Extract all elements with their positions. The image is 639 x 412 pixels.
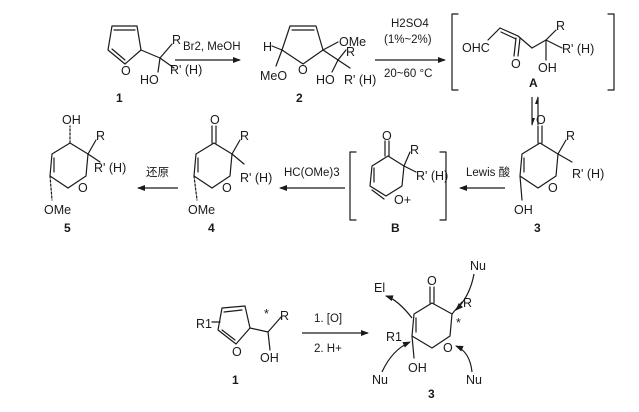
oxonium-label: O+ [394,193,411,207]
substituent-r-prime-label: R' (H) [240,171,272,185]
substituent-r-label: R [280,309,289,323]
reagent-oxidation: 1. [O] [314,313,342,325]
stereocenter-star: * [456,316,461,330]
reagent-concentration: (1%~2%) [384,34,432,46]
electrophile-label: El [374,281,385,295]
hydroxyl-label: OH [408,361,427,375]
hydroxyl-label: OH [538,61,557,75]
reagent-label: Lewis 酸 [466,165,511,179]
substituent-r-label: R [172,33,181,47]
compound-number-4: 4 [208,221,215,235]
reagent-h2so4: H2SO4 [391,18,429,30]
hydroxyl-label: HO [140,73,159,87]
compound-3-middle: O R R' (H) O OH 3 [514,113,604,235]
substituent-r-prime-label: R' (H) [572,167,604,181]
substituent-r-label: R [346,45,355,59]
arrow-orthoformate: HC(OMe)3 [279,167,345,191]
methoxy-label: OMe [188,203,215,217]
intermediate-b: O R R' (H) O+ B [349,129,448,235]
methoxy-left-label: MeO [260,69,287,83]
substituent-r-prime-label: R' (H) [562,42,594,56]
ring-oxygen-label: O [121,64,131,78]
furan-ring [107,25,142,65]
carbonyl-oxygen-label: O [536,113,546,127]
bracket-left [349,151,357,221]
reagent-label: Br2, MeOH [183,41,241,53]
methoxy-label: OMe [44,203,71,217]
arrow-reduction: 还原 [137,166,178,191]
compound-number-3-bottom: 3 [428,387,435,401]
bracket-right [607,13,615,91]
compound-1-top: O R HO R' (H) 1 [107,25,202,105]
substituent-r1-label: R1 [386,330,402,344]
bracket-left [451,13,459,91]
compound-3-bottom: O * R R1 O OH El Nu Nu Nu 3 [372,259,486,401]
compound-4: O R R' (H) O OMe 4 [188,113,272,235]
equilibrium-arrows [531,96,539,126]
substituent-r-label: R [240,129,249,143]
arrow-acid-rearrangement: H2SO4 (1%~2%) 20~60 °C [375,18,446,80]
arrow-bromination: Br2, MeOH [175,41,241,63]
ring-oxygen-label: O [232,345,242,359]
hydroxyl-label: HO [316,73,335,87]
compound-1-bottom: R1 O * R OH 1 [196,305,289,387]
substituent-r-label: R [463,296,472,310]
intermediate-label-a: A [529,76,538,90]
nucleophile-left-label: Nu [372,373,388,387]
hydroxyl-label: OH [62,113,81,127]
nucleophile-top-label: Nu [470,259,486,273]
compound-2: O H MeO OMe R HO R' (H) 2 [260,25,376,105]
carbonyl-oxygen-label: O [427,274,437,288]
dihydrofuran-ring [281,25,324,65]
furan-ring [217,305,251,345]
compound-number-1: 1 [116,91,123,105]
ring-oxygen-label: O [78,181,88,195]
substituent-r-prime-label: R' (H) [170,63,202,77]
ring-oxygen-label: O [222,181,232,195]
reagent-label: HC(OMe)3 [284,167,340,179]
compound-number-2: 2 [296,91,303,105]
aldehyde-label: OHC [462,41,490,55]
arrow-lewis-acid: Lewis 酸 [459,165,511,191]
stereocenter-star: * [264,307,269,321]
carbonyl-oxygen-label: O [382,129,392,143]
substituent-r-prime-label: R' (H) [416,169,448,183]
substituent-r-label: R [566,129,575,143]
substituent-r1-label: R1 [196,317,212,331]
compound-number-5: 5 [64,221,71,235]
hydroxyl-label: OH [514,203,533,217]
reagent-acid: 2. H+ [314,343,342,355]
ring-oxygen-label: O [548,181,558,195]
ring-oxygen-label: O [443,341,453,355]
methoxy-right-label: OMe [339,35,366,49]
ring-oxygen-label: O [298,63,308,77]
compound-number-3: 3 [534,221,541,235]
substituent-r-prime-label: R' (H) [94,161,126,175]
compound-number-1-bottom: 1 [232,373,239,387]
substituent-r-prime-label: R' (H) [344,73,376,87]
bracket-right [439,151,447,221]
intermediate-a: OHC O R R' (H) OH A [451,13,615,91]
carbonyl-oxygen-label: O [210,113,220,127]
intermediate-label-b: B [391,221,400,235]
ketone-oxygen-label: O [511,57,521,71]
substituent-r-label: R [556,19,565,33]
compound-5: OH R R' (H) O OMe 5 [44,113,126,235]
nucleophile-right-label: Nu [466,373,482,387]
hydrogen-label: H [263,40,272,54]
substituent-r-label: R [96,129,105,143]
pyrylium-ring [369,155,405,197]
hydroxyl-label: OH [260,351,279,365]
reaction-temperature: 20~60 °C [384,68,432,80]
substituent-r-label: R [410,143,419,157]
arrow-oxidation-acid: 1. [O] 2. H+ [302,313,369,355]
reagent-label: 还原 [146,166,169,179]
